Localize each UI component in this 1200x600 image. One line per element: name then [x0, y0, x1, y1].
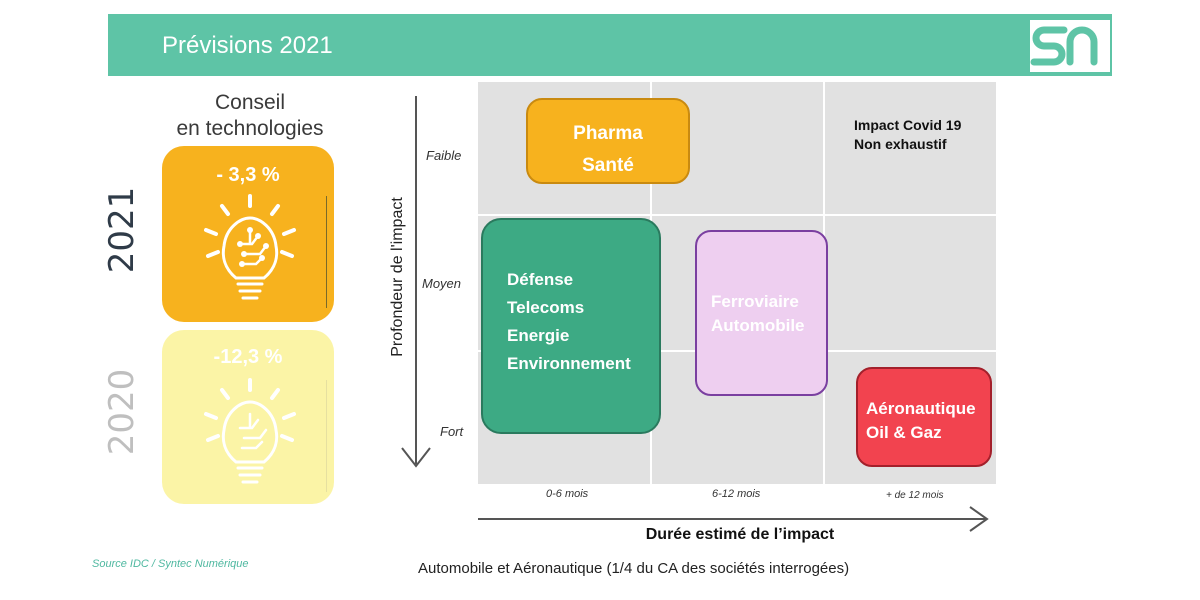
col-label-6-12: 6-12 mois	[712, 488, 761, 500]
box-defense-telecoms: Défense Telecoms Energie Environnement	[481, 218, 661, 434]
page-title: Prévisions 2021	[162, 32, 333, 59]
y-axis-label: Profondeur de l'impact	[389, 197, 406, 357]
sn-logo	[1030, 20, 1110, 72]
year-label-2020: 2020	[102, 368, 142, 456]
sector-title-line1: Conseil	[214, 91, 286, 114]
card-2021	[162, 146, 334, 322]
box-defense-line2: Telecoms	[507, 298, 585, 317]
card-2021-value: - 3,3 %	[216, 164, 280, 186]
footer-caption: Automobile et Aéronautique (1/4 du CA de…	[418, 560, 850, 577]
row-label-fort: Fort	[440, 424, 464, 439]
sector-title: Conseil en technologies	[150, 90, 350, 142]
box-defense-line4: Environnement	[507, 354, 631, 373]
box-aero-line2: Oil & Gaz	[866, 423, 942, 442]
header-band	[108, 14, 1112, 76]
col-label-12-plus: + de 12 mois	[886, 490, 944, 501]
lightbulb-circuit-icon-faded	[204, 378, 296, 484]
box-aeronautique-oil: Aéronautique Oil & Gaz	[856, 367, 992, 467]
covid-note-line2: Non exhaustif	[854, 136, 947, 152]
source-note: Source IDC / Syntec Numérique	[92, 558, 249, 570]
grid-line	[478, 214, 996, 216]
box-ferroviaire-line1: Ferroviaire	[711, 292, 799, 311]
col-label-0-6: 0-6 mois	[546, 488, 589, 500]
box-defense-line1: Défense	[507, 270, 574, 289]
box-pharma-sante: Pharma Santé	[526, 98, 690, 184]
box-aero-line1: Aéronautique	[866, 399, 976, 418]
x-axis-label: Durée estimé de l’impact	[645, 526, 835, 543]
box-ferroviaire-automobile: Ferroviaire Automobile	[695, 230, 828, 396]
covid-note: Impact Covid 19 Non exhaustif	[854, 116, 961, 154]
card-2020-value: -12,3 %	[213, 346, 283, 368]
box-defense-line3: Energie	[507, 326, 570, 345]
box-pharma-line1: Pharma	[573, 123, 643, 144]
covid-note-line1: Impact Covid 19	[854, 117, 962, 133]
row-label-faible: Faible	[426, 148, 462, 163]
card-2021-divider	[326, 196, 327, 308]
box-pharma-line2: Santé	[582, 155, 634, 176]
x-axis-arrow	[478, 506, 989, 532]
year-label-2021: 2021	[102, 186, 142, 274]
sector-title-line2: en technologies	[176, 117, 324, 140]
card-2020-divider	[326, 380, 327, 492]
row-label-moyen: Moyen	[422, 276, 462, 291]
y-axis-arrow	[401, 96, 431, 468]
box-ferroviaire-line2: Automobile	[711, 316, 805, 335]
lightbulb-circuit-icon	[204, 194, 296, 300]
